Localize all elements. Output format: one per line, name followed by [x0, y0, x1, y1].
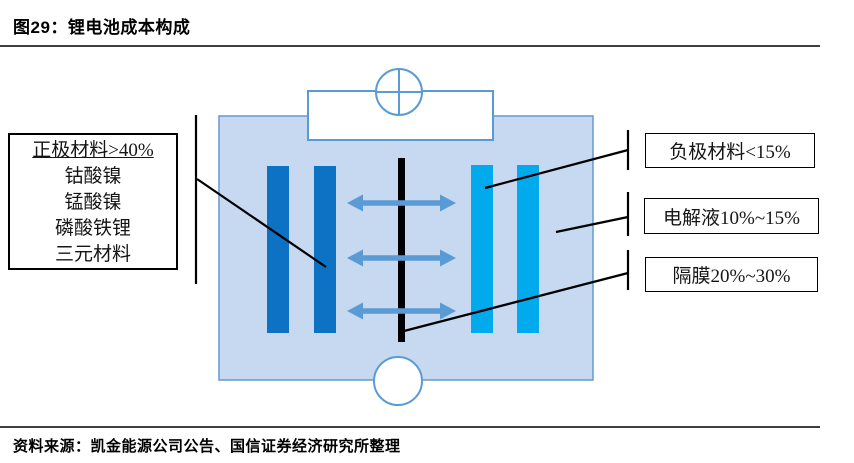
- anode-bar: [517, 165, 539, 333]
- source-divider: [0, 426, 820, 428]
- lithium-ion-arrow: [347, 302, 456, 320]
- cathode-bar: [314, 166, 336, 333]
- lithium-ion-arrow: [347, 249, 456, 267]
- cathode-material-item: 锰酸镍: [64, 192, 122, 213]
- anode-bar: [471, 165, 493, 333]
- terminal-circle: [373, 356, 423, 406]
- cathode-leader-line: [196, 178, 327, 268]
- source-note: 资料来源：凯金能源公司公告、国信证券经济研究所整理: [13, 438, 401, 455]
- anode-label-box: 负极材料<15%: [645, 133, 815, 168]
- separator-leader-line: [403, 271, 629, 333]
- separator-membrane-line: [398, 158, 405, 342]
- electrolyte-label-box: 电解液10%~15%: [644, 198, 819, 234]
- electrolyte-leader-line: [555, 215, 629, 234]
- figure-title: 图29：锂电池成本构成: [13, 18, 191, 37]
- cathode-label-title: 正极材料>40%: [32, 140, 154, 161]
- cathode-material-item: 钴酸镍: [64, 166, 122, 187]
- anode-leader-line: [484, 148, 629, 190]
- title-divider: [0, 45, 820, 47]
- cathode-bar: [267, 166, 289, 333]
- lithium-ion-arrow: [347, 194, 456, 212]
- cathode-material-item: 磷酸铁锂: [54, 218, 131, 239]
- cathode-label-box: 正极材料>40% 钴酸镍 锰酸镍 磷酸铁锂 三元材料: [8, 133, 178, 270]
- separator-label-box: 隔膜20%~30%: [645, 257, 818, 292]
- cathode-material-item: 三元材料: [54, 244, 131, 265]
